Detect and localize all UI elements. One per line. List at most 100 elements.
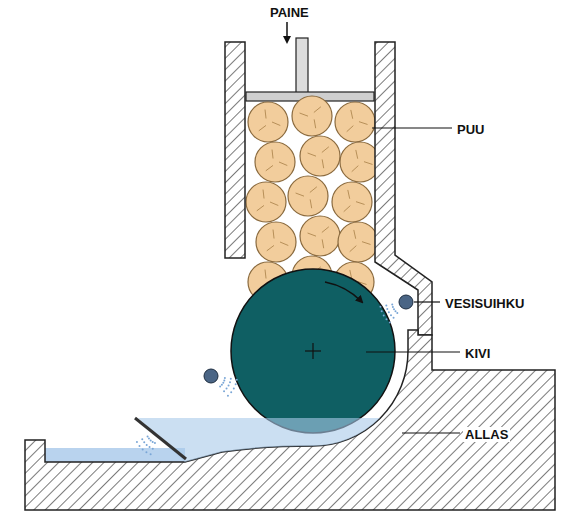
spray-drop bbox=[150, 439, 152, 441]
pool-water bbox=[138, 418, 380, 462]
wood-grain bbox=[351, 110, 353, 119]
wood-grain bbox=[347, 126, 354, 132]
spray-drop bbox=[148, 438, 150, 440]
wood-grain bbox=[322, 159, 324, 168]
spray-drop bbox=[386, 308, 388, 310]
wood-grain bbox=[322, 239, 324, 248]
grinding-stone bbox=[231, 269, 395, 433]
spray-drop bbox=[145, 451, 147, 453]
log bbox=[256, 222, 296, 262]
spray-drop bbox=[136, 441, 138, 443]
wood-grain bbox=[348, 190, 350, 199]
part-label: PAINE bbox=[268, 5, 311, 20]
wood-grain bbox=[308, 233, 316, 236]
spray-drop bbox=[385, 318, 387, 320]
wood-grain bbox=[314, 119, 316, 128]
spray-drop bbox=[138, 445, 140, 447]
pressure-arrow bbox=[286, 22, 288, 42]
wood-grain bbox=[322, 227, 329, 233]
spray-drop bbox=[392, 306, 394, 308]
wood-grain bbox=[273, 230, 274, 239]
wood-grain bbox=[362, 242, 371, 245]
wood-grain bbox=[272, 122, 280, 126]
spray-drop bbox=[394, 310, 396, 312]
spray-drop bbox=[385, 305, 387, 307]
wood-grain bbox=[364, 162, 373, 165]
spray-drop bbox=[393, 308, 395, 310]
spray-drop bbox=[152, 448, 154, 450]
wood-grain bbox=[322, 147, 329, 153]
log bbox=[300, 136, 340, 176]
spray-drop bbox=[224, 377, 226, 379]
wood-grain bbox=[356, 150, 358, 159]
spray-drop bbox=[226, 388, 228, 390]
log bbox=[300, 216, 340, 256]
water-jet bbox=[399, 295, 413, 309]
channel-water bbox=[45, 448, 185, 462]
spray-drop bbox=[223, 379, 225, 381]
spray-drop bbox=[233, 387, 235, 389]
wood-grain bbox=[270, 202, 278, 206]
wood-grain bbox=[310, 199, 312, 208]
spray-drop bbox=[230, 391, 232, 393]
water-spray bbox=[136, 304, 398, 456]
wood-grain bbox=[352, 166, 359, 172]
wood-grain bbox=[344, 206, 351, 212]
part-label: VESISUIHKU bbox=[443, 296, 526, 311]
spray-drop bbox=[390, 314, 392, 316]
wood-grain bbox=[308, 153, 316, 156]
wood-grain bbox=[257, 205, 264, 210]
spray-drop bbox=[393, 317, 395, 319]
wood-grain bbox=[272, 150, 273, 159]
log bbox=[332, 182, 372, 222]
spray-drop bbox=[152, 441, 154, 443]
leader-line bbox=[366, 351, 460, 352]
log bbox=[255, 142, 295, 182]
spray-drop bbox=[381, 310, 383, 312]
spray-drop bbox=[149, 446, 151, 448]
spray-drop bbox=[396, 312, 398, 314]
log bbox=[288, 176, 328, 216]
part-label: PUU bbox=[455, 122, 486, 137]
wood-grain bbox=[296, 193, 304, 196]
weir-plate bbox=[135, 418, 186, 459]
spray-drop bbox=[379, 306, 381, 308]
spray-drop bbox=[230, 378, 232, 380]
spray-drop bbox=[235, 383, 237, 385]
piston-rod bbox=[296, 38, 308, 94]
log bbox=[335, 102, 375, 142]
log bbox=[340, 142, 380, 182]
wood-grain bbox=[314, 107, 321, 113]
log bbox=[338, 222, 378, 262]
spray-drop bbox=[227, 395, 229, 397]
spray-drop bbox=[391, 304, 393, 306]
housing-wall bbox=[375, 42, 432, 335]
wood-grain bbox=[279, 162, 287, 166]
wood-grain bbox=[356, 202, 365, 205]
spray-drop bbox=[146, 444, 148, 446]
wood-grain bbox=[300, 113, 308, 116]
wood-grain bbox=[354, 230, 356, 239]
spray-drop bbox=[141, 438, 143, 440]
spray-drop bbox=[236, 379, 238, 381]
wood-grain bbox=[266, 165, 273, 170]
log bbox=[246, 182, 286, 222]
wood-grain bbox=[265, 270, 266, 279]
part-label: KIVI bbox=[463, 346, 492, 361]
spray-drop bbox=[222, 382, 224, 384]
spray-drop bbox=[221, 384, 223, 386]
leader-line bbox=[372, 127, 452, 128]
wood-grain bbox=[263, 190, 264, 199]
spray-drop bbox=[388, 311, 390, 313]
spray-drop bbox=[389, 321, 391, 323]
spray-drop bbox=[147, 435, 149, 437]
wood-grain bbox=[267, 245, 274, 250]
rotation-arrow bbox=[325, 282, 362, 302]
spray-drop bbox=[228, 385, 230, 387]
wood-grain bbox=[350, 246, 357, 252]
leader-line bbox=[414, 301, 440, 302]
wood-grain bbox=[280, 242, 288, 246]
water-jet bbox=[204, 369, 218, 383]
